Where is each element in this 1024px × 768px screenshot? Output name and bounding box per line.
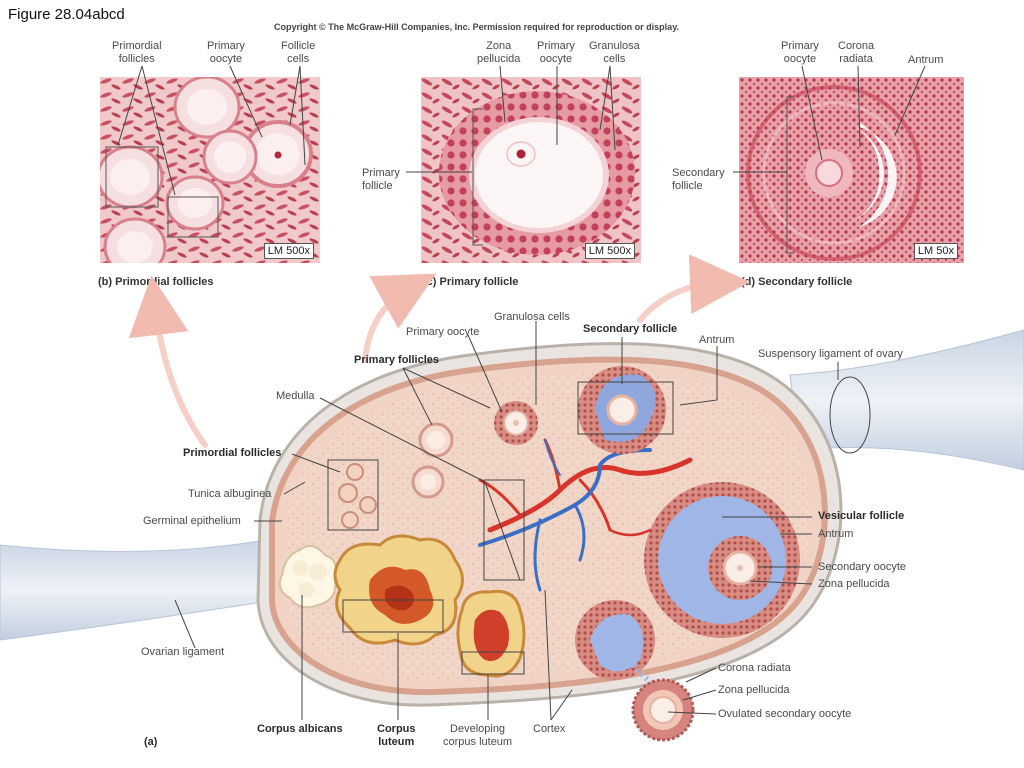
- suspensory-ligament: [789, 329, 1024, 471]
- vesicular-follicle-diagram: [644, 482, 800, 638]
- figure-title: Figure 28.04abcd: [8, 6, 125, 23]
- label-germinal-epithelium: Germinal epithelium: [143, 515, 241, 527]
- corpus-luteum-diagram: [333, 534, 464, 646]
- primordial-follicles-cluster: [327, 459, 379, 531]
- scale-badge-c: LM 500x: [584, 243, 635, 259]
- scale-badge-b: LM 500x: [263, 243, 314, 259]
- micrograph-primary-follicle: LM 500x: [421, 77, 641, 263]
- ovulated-oocyte-diagram: [631, 678, 695, 742]
- label-ovarian-ligament: Ovarian ligament: [141, 646, 225, 658]
- label-ovulated-secondary-oocyte: Ovulated secondary oocyte: [718, 708, 852, 720]
- corpus-albicans-diagram: [278, 545, 338, 609]
- label-antrum-right: Antrum: [818, 528, 854, 540]
- label-antrum-d: Antrum: [908, 54, 944, 66]
- caption-a: (a): [144, 736, 158, 748]
- label-tunica-albuginea: Tunica albuginea: [188, 488, 272, 500]
- label-corona-radiata-bottom: Corona radiata: [718, 662, 791, 674]
- micrograph-secondary-follicle: LM 50x: [739, 77, 964, 263]
- arrow-to-panel-c: [362, 273, 437, 363]
- label-vesicular-follicle: Vesicular follicle: [818, 510, 905, 522]
- rupturing-follicle: [575, 600, 657, 688]
- arrow-to-panel-b: [128, 275, 208, 448]
- scale-badge-d: LM 50x: [913, 243, 958, 259]
- label-primary-oocyte-a: Primary oocyte: [406, 326, 480, 338]
- label-secondary-oocyte: Secondary oocyte: [818, 561, 907, 573]
- developing-corpus-luteum-diagram: [456, 589, 526, 678]
- label-granulosa-cells-a: Granulosa cells: [494, 311, 570, 323]
- micrograph-primordial-follicles: LM 500x: [100, 77, 320, 263]
- ovarian-ligament: [0, 539, 276, 641]
- label-medulla: Medulla: [276, 390, 315, 402]
- label-zona-pellucida-bottom: Zona pellucida: [718, 684, 790, 696]
- label-primary-follicles-a: Primary follicles: [354, 354, 439, 366]
- label-antrum-top: Antrum: [699, 334, 735, 346]
- copyright-notice: Copyright © The McGraw-Hill Companies, I…: [274, 22, 680, 32]
- leader-lines: [117, 65, 926, 721]
- label-corpus-albicans: Corpus albicans: [257, 723, 343, 735]
- label-zona-pellucida-right: Zona pellucida: [818, 578, 890, 590]
- label-primordial-follicles-a: Primordial follicles: [183, 447, 282, 459]
- primary-follicles: [411, 401, 538, 499]
- label-secondary-follicle-a: Secondary follicle: [583, 323, 678, 335]
- blood-vessels: [478, 438, 693, 592]
- label-cortex: Cortex: [533, 723, 566, 735]
- secondary-follicle-diagram: [577, 366, 674, 454]
- arrow-to-panel-d: [637, 254, 750, 323]
- label-suspensory-ligament: Suspensory ligament of ovary: [758, 348, 903, 360]
